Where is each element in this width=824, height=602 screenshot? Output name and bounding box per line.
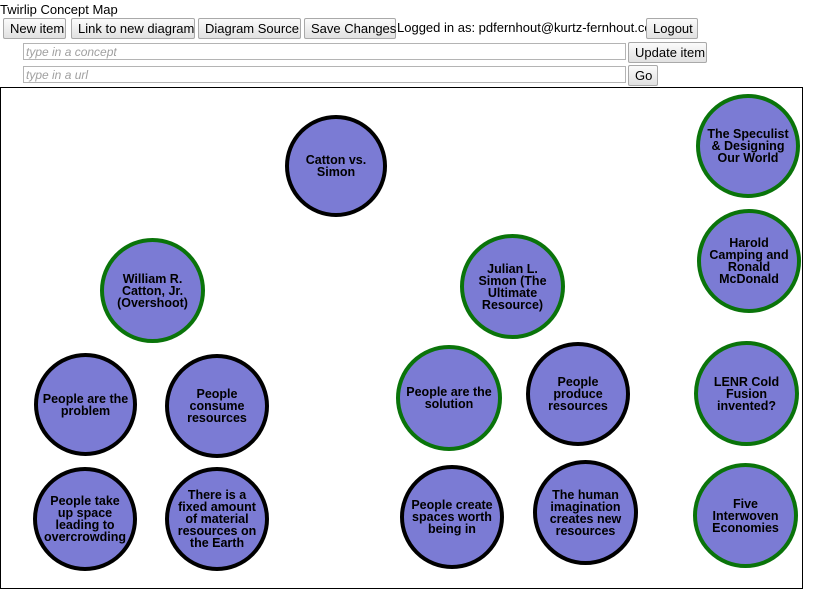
concept-node[interactable]: People take up space leading to overcrow… [33,467,137,571]
concept-label: People consume resources [187,387,247,425]
concept-input[interactable] [23,43,626,60]
logged-in-status: Logged in as: pdfernhout@kurtz-fernhout.… [397,20,663,35]
logout-button[interactable]: Logout [646,18,698,39]
concept-label: The human imagination creates new resour… [549,487,622,538]
new-item-button[interactable]: New item [3,18,66,39]
concept-node[interactable]: Catton vs. Simon [285,115,387,217]
concept-node[interactable]: LENR Cold Fusion invented? [694,341,799,446]
concept-node[interactable]: The human imagination creates new resour… [533,460,638,565]
concept-node[interactable]: Julian L. Simon (The Ultimate Resource) [460,234,565,339]
concept-node[interactable]: Five Interwoven Economies [693,463,798,568]
app-title: Twirlip Concept Map [0,2,118,17]
concept-node[interactable]: The Speculist & Designing Our World [696,94,800,198]
concept-label: People take up space leading to overcrow… [44,494,126,544]
concept-label: People are the problem [42,391,129,418]
url-input[interactable] [23,66,626,83]
concept-label: William R. Catton, Jr. (Overshoot) [117,271,188,310]
concept-label: LENR Cold Fusion invented? [713,374,780,413]
concept-label: People produce resources [548,375,608,413]
save-changes-button[interactable]: Save Changes [304,18,396,39]
concept-map-canvas[interactable]: Catton vs. Simon The Speculist & Designi… [0,87,803,589]
concept-node[interactable]: People produce resources [526,342,630,446]
concept-node[interactable]: There is a fixed amount of material reso… [165,467,269,571]
concept-label: There is a fixed amount of material reso… [177,488,257,550]
concept-node[interactable]: Harold Camping and Ronald McDonald [697,209,801,313]
link-to-new-diagram-button[interactable]: Link to new diagram [71,18,195,39]
concept-node[interactable]: William R. Catton, Jr. (Overshoot) [100,238,205,343]
concept-label: Harold Camping and Ronald McDonald [709,236,789,286]
concept-label: People are the solution [406,385,492,411]
concept-label: Catton vs. Simon [305,153,367,179]
concept-label: Julian L. Simon (The Ultimate Resource) [478,261,547,312]
concept-label: The Speculist & Designing Our World [707,127,789,165]
concept-label: Five Interwoven Economies [712,496,779,535]
concept-node[interactable]: People are the problem [34,353,137,456]
go-button[interactable]: Go [628,65,658,86]
concept-node[interactable]: People are the solution [396,345,502,451]
update-item-button[interactable]: Update item [628,42,707,63]
concept-node[interactable]: People create spaces worth being in [400,465,504,569]
concept-label: People create spaces worth being in [411,498,493,536]
diagram-source-button[interactable]: Diagram Source [198,18,301,39]
concept-node[interactable]: People consume resources [165,354,269,458]
